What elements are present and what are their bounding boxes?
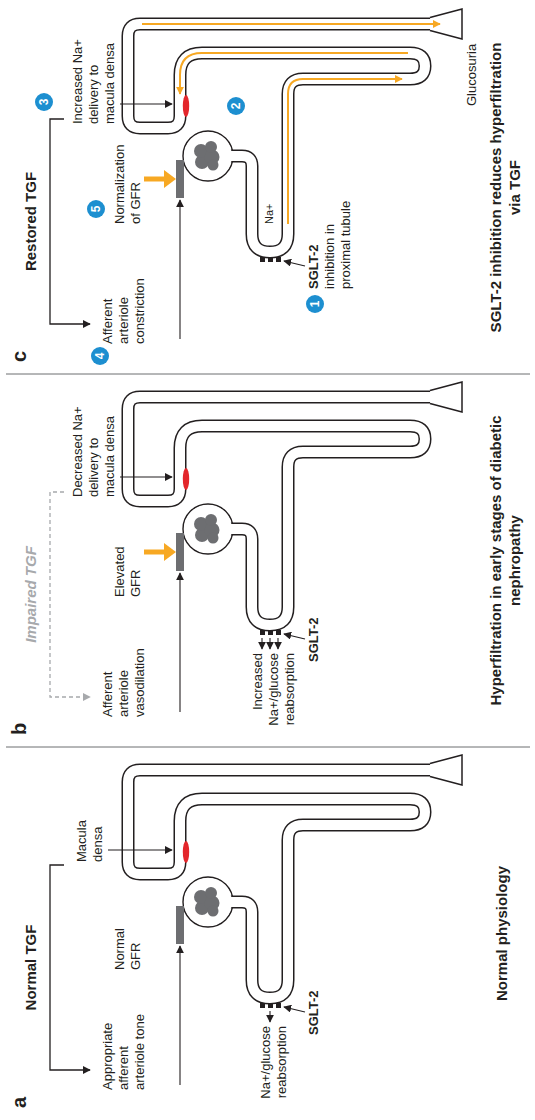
leader-arrow xyxy=(284,634,305,639)
panel-letter: a xyxy=(8,1097,30,1108)
step-number: 3 xyxy=(35,93,53,111)
panel-caption: Hyperfiltration in early stages of diabe… xyxy=(486,404,524,717)
annotation: Normal GFR xyxy=(112,908,144,970)
reabsorption-arrow xyxy=(269,1011,270,1022)
step-number: 5 xyxy=(87,200,105,218)
ion-label: Na+ xyxy=(262,204,276,225)
step-number-text: 3 xyxy=(35,93,53,111)
annotation: Glucosuria xyxy=(464,44,480,106)
step-circle-shape xyxy=(306,295,324,313)
gfr-arrow xyxy=(144,550,166,555)
transporter-label: SGLT-2 xyxy=(306,990,322,1035)
panel-title: Restored TGF xyxy=(22,119,40,324)
nephron-drawing xyxy=(128,755,462,1008)
reabsorption-arrow xyxy=(269,638,270,649)
leader-arrow xyxy=(108,849,172,850)
step-number-text: 1 xyxy=(306,295,324,313)
step-circle-shape xyxy=(87,200,105,218)
reabsorption-arrow xyxy=(277,638,278,649)
nephron-drawing xyxy=(128,9,462,262)
annotation: Increased Na+ delivery to macula densa xyxy=(70,20,118,124)
step-number: 1 xyxy=(306,295,324,313)
step-number-text: 4 xyxy=(91,347,109,365)
feedback-bracket xyxy=(50,492,90,697)
step-circle-shape xyxy=(35,93,53,111)
panel-divider xyxy=(6,747,530,748)
step-number: 4 xyxy=(91,347,109,365)
panel-caption: SGLT-2 inhibition reduces hyperfiltratio… xyxy=(486,31,524,344)
transporter-label: SGLT-2 xyxy=(306,617,322,662)
panel-divider xyxy=(6,374,530,375)
sodium-flow-line xyxy=(180,53,408,94)
panel-letter: b xyxy=(8,723,30,735)
step-number-text: 2 xyxy=(227,97,245,115)
leader-arrow xyxy=(284,261,305,266)
annotation: inhibition in proximal tubule xyxy=(322,179,354,289)
gfr-arrow xyxy=(144,177,166,182)
annotation: Afferent arteriole constriction xyxy=(100,254,148,344)
leader-arrow xyxy=(179,946,180,1085)
leader-arrow xyxy=(179,200,180,339)
annotation: Increased Na+/glucose reabsorption xyxy=(250,653,298,742)
annotation: Na+/glucose reabsorption xyxy=(258,1026,290,1112)
panel-title: Normal TGF xyxy=(22,865,40,1070)
step-number-text: 5 xyxy=(87,200,105,218)
leader-arrow xyxy=(120,476,172,477)
glucose-flow-line xyxy=(142,23,440,25)
nephron-drawing xyxy=(128,382,462,635)
annotation: Afferent arteriole vasodilation xyxy=(100,627,148,717)
reabsorption-arrow xyxy=(261,638,262,649)
step-circle-shape xyxy=(227,97,245,115)
gfr-arrow-head xyxy=(164,170,176,188)
annotation: Appropriate afferent arteriole tone xyxy=(100,1000,148,1090)
annotation: Normalization of GFR xyxy=(112,134,144,224)
leader-arrow xyxy=(179,573,180,712)
annotation: Decreased Na+ delivery to macula densa xyxy=(70,393,118,497)
feedback-bracket xyxy=(50,865,90,1070)
leader-arrow xyxy=(284,1007,305,1012)
feedback-bracket xyxy=(50,119,90,324)
step-number: 2 xyxy=(227,97,245,115)
transporter-label: SGLT-2 xyxy=(306,244,322,289)
panel-letter: c xyxy=(8,351,30,362)
panel-caption: Normal physiology xyxy=(492,767,511,1100)
gfr-arrow-head xyxy=(164,543,176,561)
leader-arrow xyxy=(120,103,172,104)
panel-title: Impaired TGF xyxy=(22,492,40,697)
annotation: Macula densa xyxy=(74,802,106,862)
annotation: Elevated GFR xyxy=(112,535,144,597)
step-circle-shape xyxy=(91,347,109,365)
